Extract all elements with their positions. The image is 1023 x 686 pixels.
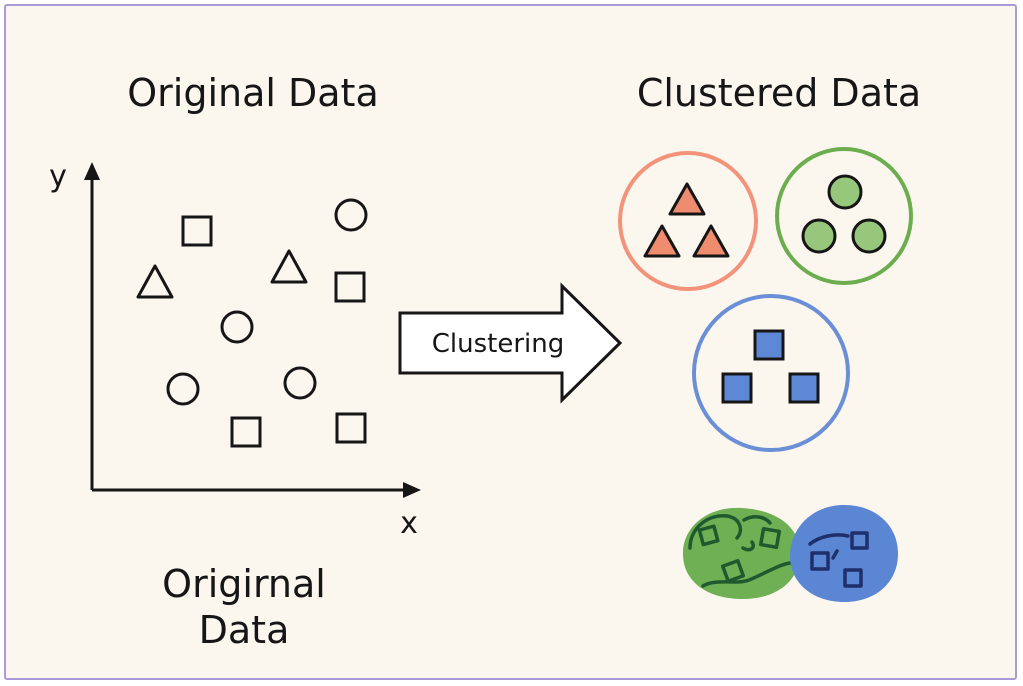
blue-blob-square (810, 551, 830, 571)
square-point (230, 416, 262, 448)
blue-blob-squiggle (808, 533, 850, 546)
bottom-label-line1: Origirnal (162, 562, 326, 606)
cluster-triangle (643, 224, 681, 258)
cluster-circle (801, 218, 837, 254)
green-blob-squiggle (741, 540, 756, 552)
circle-cluster-ring (775, 147, 913, 285)
cluster-square (753, 329, 785, 361)
clustering-arrow (398, 282, 623, 404)
green-blob-square (697, 524, 720, 547)
triangle-point (136, 264, 174, 299)
cluster-square (788, 372, 820, 404)
clustered-data-title: Clustered Data (637, 71, 921, 115)
y-axis-label: y (49, 159, 67, 194)
cluster-square (721, 372, 753, 404)
green-blob (682, 507, 801, 600)
clustering-arrow-label: Clustering (432, 329, 565, 359)
square-cluster-ring (692, 294, 850, 452)
blue-blob-square (850, 531, 869, 550)
blue-blob-square (843, 568, 863, 588)
circle-point (334, 198, 368, 232)
scatter-points (136, 198, 368, 448)
triangle-cluster-ring (618, 151, 758, 291)
blue-blob-tick (831, 549, 839, 560)
circle-point (283, 366, 317, 400)
blue-blob (790, 504, 898, 602)
original-data-title: Original Data (127, 71, 379, 115)
bottom-label-line2: Data (199, 608, 290, 652)
x-axis-label: x (400, 506, 418, 541)
circle-point (220, 310, 254, 344)
x-axis-arrowhead (403, 482, 421, 498)
cluster-circle (851, 218, 887, 254)
cluster-triangle (668, 182, 706, 216)
green-blob-square (758, 526, 782, 550)
square-point (335, 412, 367, 444)
y-axis-arrowhead (84, 162, 100, 180)
cluster-circle (827, 174, 863, 210)
square-cluster (692, 294, 850, 452)
green-blob-squiggle (742, 514, 772, 525)
green-blob-squiggle (688, 514, 743, 550)
cluster-triangle (692, 224, 730, 258)
triangle-cluster (618, 151, 758, 291)
circle-cluster (775, 147, 913, 285)
circle-point (166, 372, 200, 406)
triangle-point (270, 249, 308, 284)
green-blob-square (720, 558, 746, 584)
square-point (181, 215, 213, 247)
square-point (334, 271, 366, 303)
green-blob-squiggle (701, 561, 792, 588)
scatter-axes (84, 162, 421, 498)
